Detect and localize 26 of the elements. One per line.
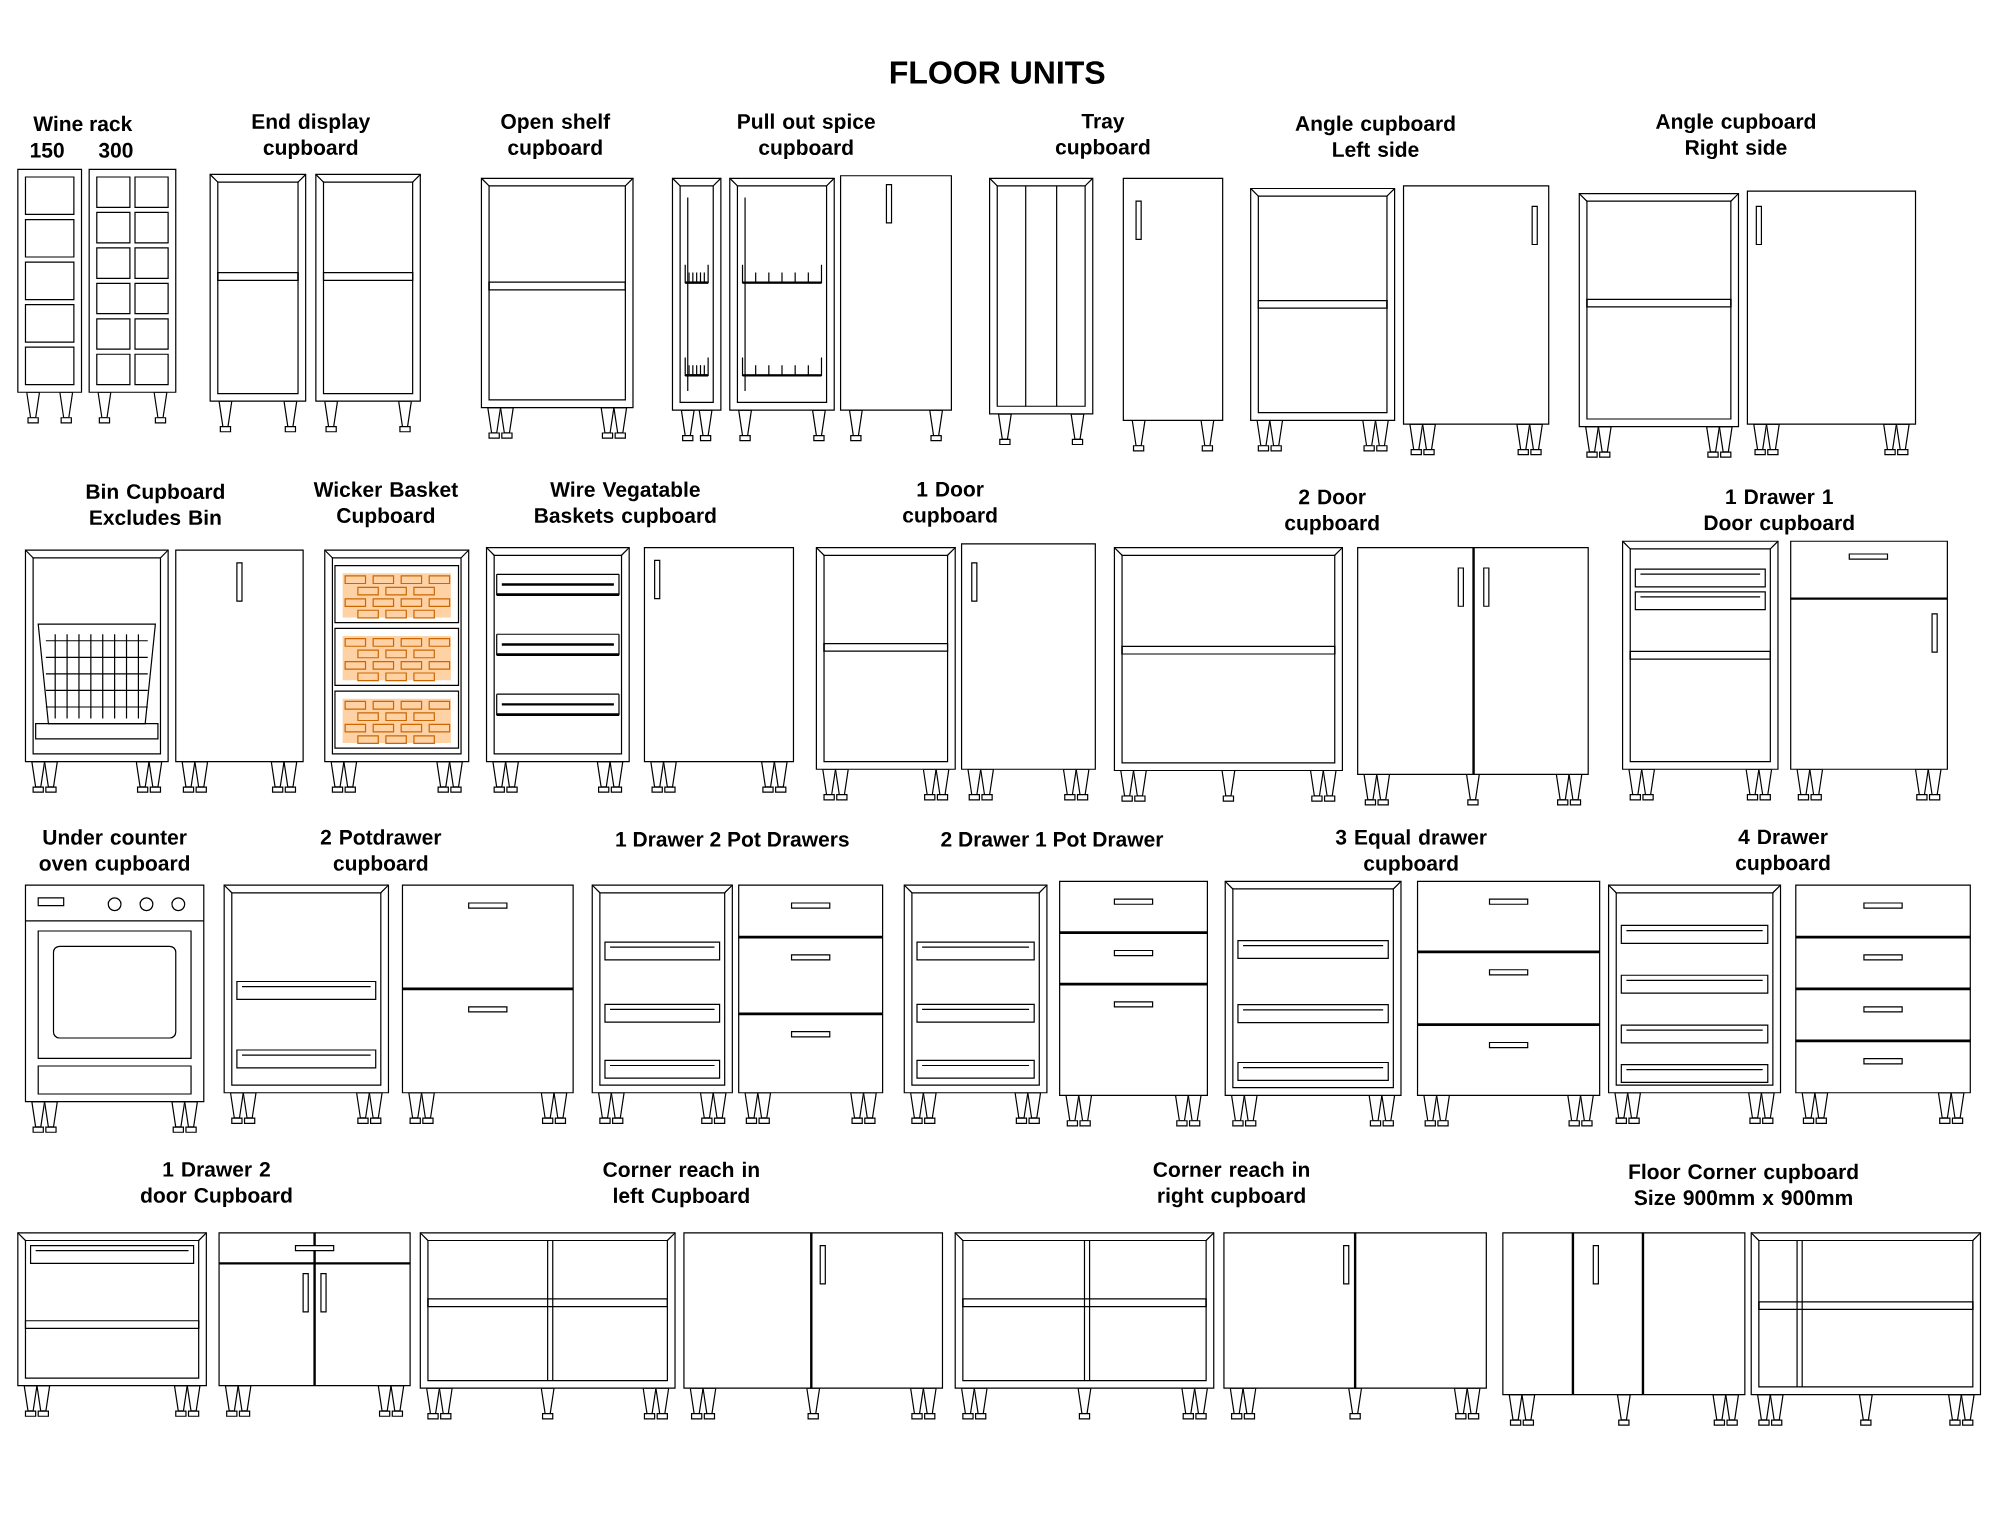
unit-label: Wine rack — [33, 115, 133, 132]
unit-label: 300 — [98, 142, 133, 158]
unit-label: Corner reach in right cupboard — [1153, 1161, 1309, 1208]
unit-label: Tray cupboard — [1055, 113, 1150, 159]
unit-label: 2 Drawer 1 Pot Drawer — [941, 831, 1164, 847]
unit-label: 2 Door cupboard — [1285, 489, 1379, 535]
unit-label: Under counter oven cupboard — [39, 829, 190, 875]
title: FLOOR UNITS — [890, 61, 1105, 84]
unit-label: Wicker Basket Cupboard — [313, 481, 458, 528]
unit-label: Corner reach in left Cupboard — [603, 1161, 759, 1208]
unit-label: 150 — [30, 142, 64, 158]
unit-label: 1 Drawer 2 door Cupboard — [140, 1161, 292, 1207]
unit-label: Floor Corner cupboard Size 900mm x 900mm — [1629, 1163, 1858, 1206]
unit-label: 2 Potdrawer cupboard — [320, 829, 442, 875]
unit-label: Angle cupboard Right side — [1655, 113, 1816, 160]
unit-label: Open shelf cupboard — [501, 113, 611, 160]
unit-label: 1 Drawer 2 Pot Drawers — [616, 831, 849, 847]
unit-label: 1 Drawer 1 Door cupboard — [1704, 489, 1854, 535]
unit-label: 4 Drawer cupboard — [1736, 829, 1830, 875]
unit-label: Pull out spice cupboard — [738, 113, 875, 160]
unit-label: 3 Equal drawer cupboard — [1335, 829, 1487, 875]
unit-label: End display cupboard — [252, 113, 371, 160]
unit-label: 1 Door cupboard — [903, 481, 997, 527]
unit-label: Wire Vegatable Baskets cupboard — [535, 481, 716, 528]
unit-label: Bin Cupboard Excludes Bin — [86, 483, 224, 526]
unit-label: Angle cupboard Left side — [1295, 115, 1455, 157]
